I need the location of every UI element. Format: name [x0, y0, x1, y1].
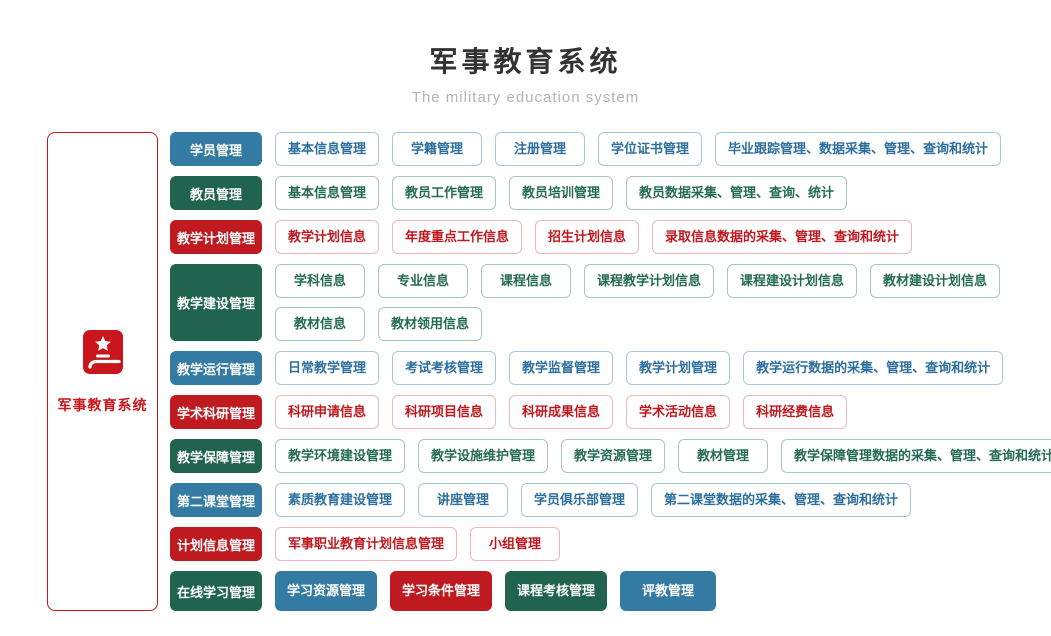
sub-item-groups: 教学环境建设管理教学设施维护管理教学资源管理教材管理教学保障管理数据的采集、管理… — [275, 439, 1051, 473]
book-star-icon — [79, 328, 127, 383]
sub-item-button[interactable]: 课程信息 — [481, 264, 571, 298]
category-button[interactable]: 第二课堂管理 — [170, 483, 262, 517]
sub-item-button[interactable]: 小组管理 — [470, 527, 561, 561]
page-subtitle: The military education system — [411, 89, 640, 106]
sub-item-button[interactable]: 学习资源管理 — [275, 571, 378, 611]
system-row: 教学计划管理教学计划信息年度重点工作信息招生计划信息录取信息数据的采集、管理、查… — [170, 220, 1051, 254]
category-button[interactable]: 计划信息管理 — [170, 527, 262, 561]
sub-item-groups: 学习资源管理学习条件管理课程考核管理评教管理 — [275, 571, 717, 611]
category-button[interactable]: 教学建设管理 — [170, 264, 262, 341]
sub-item-button[interactable]: 讲座管理 — [418, 483, 509, 517]
sub-item-button[interactable]: 教学监督管理 — [509, 351, 614, 385]
rows: 学员管理基本信息管理学籍管理注册管理学位证书管理毕业跟踪管理、数据采集、管理、查… — [170, 132, 1051, 611]
sub-item-group: 教学环境建设管理教学设施维护管理教学资源管理教材管理教学保障管理数据的采集、管理… — [275, 439, 1051, 473]
sub-item-button[interactable]: 军事职业教育计划信息管理 — [275, 527, 458, 561]
sub-item-button[interactable]: 考试考核管理 — [392, 351, 497, 385]
system-root-label: 军事教育系统 — [57, 397, 148, 413]
sub-item-groups: 日常教学管理考试考核管理教学监督管理教学计划管理教学运行数据的采集、管理、查询和… — [275, 351, 1004, 385]
sub-item-groups: 素质教育建设管理讲座管理学员俱乐部管理第二课堂数据的采集、管理、查询和统计 — [275, 483, 912, 517]
sub-item-group: 科研申请信息科研项目信息科研成果信息学术活动信息科研经费信息 — [275, 395, 848, 429]
sub-item-button[interactable]: 教学保障管理数据的采集、管理、查询和统计 — [781, 439, 1051, 473]
sub-item-button[interactable]: 教材信息 — [275, 307, 365, 341]
sub-item-button[interactable]: 教材管理 — [678, 439, 769, 473]
category-button[interactable]: 教学计划管理 — [170, 220, 262, 254]
sub-item-button[interactable]: 教员培训管理 — [509, 176, 614, 210]
sub-item-button[interactable]: 注册管理 — [495, 132, 586, 166]
sub-item-button[interactable]: 科研成果信息 — [509, 395, 614, 429]
sub-item-button[interactable]: 教材领用信息 — [378, 307, 483, 341]
sub-item-button[interactable]: 学籍管理 — [392, 132, 483, 166]
sub-item-button[interactable]: 学习条件管理 — [390, 571, 493, 611]
sub-item-groups: 学科信息专业信息课程信息课程教学计划信息课程建设计划信息教材建设计划信息教材信息… — [275, 264, 1001, 341]
sub-item-button[interactable]: 学术活动信息 — [626, 395, 731, 429]
sub-item-button[interactable]: 科研经费信息 — [743, 395, 848, 429]
sub-item-button[interactable]: 教学计划信息 — [275, 220, 380, 254]
sub-item-button[interactable]: 录取信息数据的采集、管理、查询和统计 — [652, 220, 913, 254]
sub-item-button[interactable]: 教学设施维护管理 — [418, 439, 549, 473]
sub-item-group: 基本信息管理教员工作管理教员培训管理教员数据采集、管理、查询、统计 — [275, 176, 848, 210]
category-button[interactable]: 学员管理 — [170, 132, 262, 166]
sub-item-group: 日常教学管理考试考核管理教学监督管理教学计划管理教学运行数据的采集、管理、查询和… — [275, 351, 1004, 385]
sub-item-button[interactable]: 招生计划信息 — [535, 220, 640, 254]
category-button[interactable]: 教员管理 — [170, 176, 262, 210]
system-row: 教员管理基本信息管理教员工作管理教员培训管理教员数据采集、管理、查询、统计 — [170, 176, 1051, 210]
category-button[interactable]: 在线学习管理 — [170, 571, 262, 611]
sub-item-button[interactable]: 科研申请信息 — [275, 395, 380, 429]
sub-item-button[interactable]: 年度重点工作信息 — [392, 220, 523, 254]
sub-item-button[interactable]: 学科信息 — [275, 264, 365, 298]
sub-item-group: 军事职业教育计划信息管理小组管理 — [275, 527, 561, 561]
system-row: 第二课堂管理素质教育建设管理讲座管理学员俱乐部管理第二课堂数据的采集、管理、查询… — [170, 483, 1051, 517]
sub-item-group: 学科信息专业信息课程信息课程教学计划信息课程建设计划信息教材建设计划信息 — [275, 264, 1001, 298]
sub-item-button[interactable]: 教学运行数据的采集、管理、查询和统计 — [743, 351, 1004, 385]
system-root-card: 军事教育系统 — [47, 132, 158, 611]
sub-item-group: 教材信息教材领用信息 — [275, 307, 483, 341]
sub-item-button[interactable]: 基本信息管理 — [275, 176, 380, 210]
sub-item-button[interactable]: 科研项目信息 — [392, 395, 497, 429]
sub-item-button[interactable]: 教学资源管理 — [561, 439, 666, 473]
sub-item-groups: 教学计划信息年度重点工作信息招生计划信息录取信息数据的采集、管理、查询和统计 — [275, 220, 913, 254]
sub-item-groups: 科研申请信息科研项目信息科研成果信息学术活动信息科研经费信息 — [275, 395, 848, 429]
system-row: 教学建设管理学科信息专业信息课程信息课程教学计划信息课程建设计划信息教材建设计划… — [170, 264, 1051, 341]
diagram: 军事教育系统 学员管理基本信息管理学籍管理注册管理学位证书管理毕业跟踪管理、数据… — [47, 132, 1051, 611]
sub-item-button[interactable]: 学员俱乐部管理 — [521, 483, 639, 517]
sub-item-button[interactable]: 教材建设计划信息 — [870, 264, 1001, 298]
sub-item-button[interactable]: 教员数据采集、管理、查询、统计 — [626, 176, 848, 210]
system-row: 在线学习管理学习资源管理学习条件管理课程考核管理评教管理 — [170, 571, 1051, 611]
sub-item-button[interactable]: 教学环境建设管理 — [275, 439, 406, 473]
sub-item-groups: 基本信息管理教员工作管理教员培训管理教员数据采集、管理、查询、统计 — [275, 176, 848, 210]
sub-item-button[interactable]: 教学计划管理 — [626, 351, 731, 385]
sub-item-button[interactable]: 课程考核管理 — [505, 571, 608, 611]
category-button[interactable]: 教学保障管理 — [170, 439, 262, 473]
system-row: 教学保障管理教学环境建设管理教学设施维护管理教学资源管理教材管理教学保障管理数据… — [170, 439, 1051, 473]
page-title: 军事教育系统 — [429, 46, 622, 77]
sub-item-group: 学习资源管理学习条件管理课程考核管理评教管理 — [275, 571, 717, 611]
sub-item-button[interactable]: 日常教学管理 — [275, 351, 380, 385]
sub-item-groups: 基本信息管理学籍管理注册管理学位证书管理毕业跟踪管理、数据采集、管理、查询和统计 — [275, 132, 1002, 166]
sub-item-button[interactable]: 教员工作管理 — [392, 176, 497, 210]
system-row: 教学运行管理日常教学管理考试考核管理教学监督管理教学计划管理教学运行数据的采集、… — [170, 351, 1051, 385]
category-button[interactable]: 学术科研管理 — [170, 395, 262, 429]
page-header: 军事教育系统 The military education system — [0, 0, 1051, 106]
sub-item-group: 教学计划信息年度重点工作信息招生计划信息录取信息数据的采集、管理、查询和统计 — [275, 220, 913, 254]
sub-item-button[interactable]: 评教管理 — [620, 571, 717, 611]
sub-item-button[interactable]: 专业信息 — [378, 264, 468, 298]
sub-item-button[interactable]: 课程建设计划信息 — [727, 264, 858, 298]
category-button[interactable]: 教学运行管理 — [170, 351, 262, 385]
system-row: 计划信息管理军事职业教育计划信息管理小组管理 — [170, 527, 1051, 561]
system-row: 学员管理基本信息管理学籍管理注册管理学位证书管理毕业跟踪管理、数据采集、管理、查… — [170, 132, 1051, 166]
sub-item-group: 素质教育建设管理讲座管理学员俱乐部管理第二课堂数据的采集、管理、查询和统计 — [275, 483, 912, 517]
sub-item-button[interactable]: 毕业跟踪管理、数据采集、管理、查询和统计 — [715, 132, 1002, 166]
sub-item-button[interactable]: 课程教学计划信息 — [584, 264, 715, 298]
sub-item-button[interactable]: 第二课堂数据的采集、管理、查询和统计 — [651, 483, 912, 517]
sub-item-button[interactable]: 素质教育建设管理 — [275, 483, 406, 517]
sub-item-button[interactable]: 学位证书管理 — [598, 132, 703, 166]
sub-item-groups: 军事职业教育计划信息管理小组管理 — [275, 527, 561, 561]
sub-item-group: 基本信息管理学籍管理注册管理学位证书管理毕业跟踪管理、数据采集、管理、查询和统计 — [275, 132, 1002, 166]
sub-item-button[interactable]: 基本信息管理 — [275, 132, 380, 166]
system-row: 学术科研管理科研申请信息科研项目信息科研成果信息学术活动信息科研经费信息 — [170, 395, 1051, 429]
